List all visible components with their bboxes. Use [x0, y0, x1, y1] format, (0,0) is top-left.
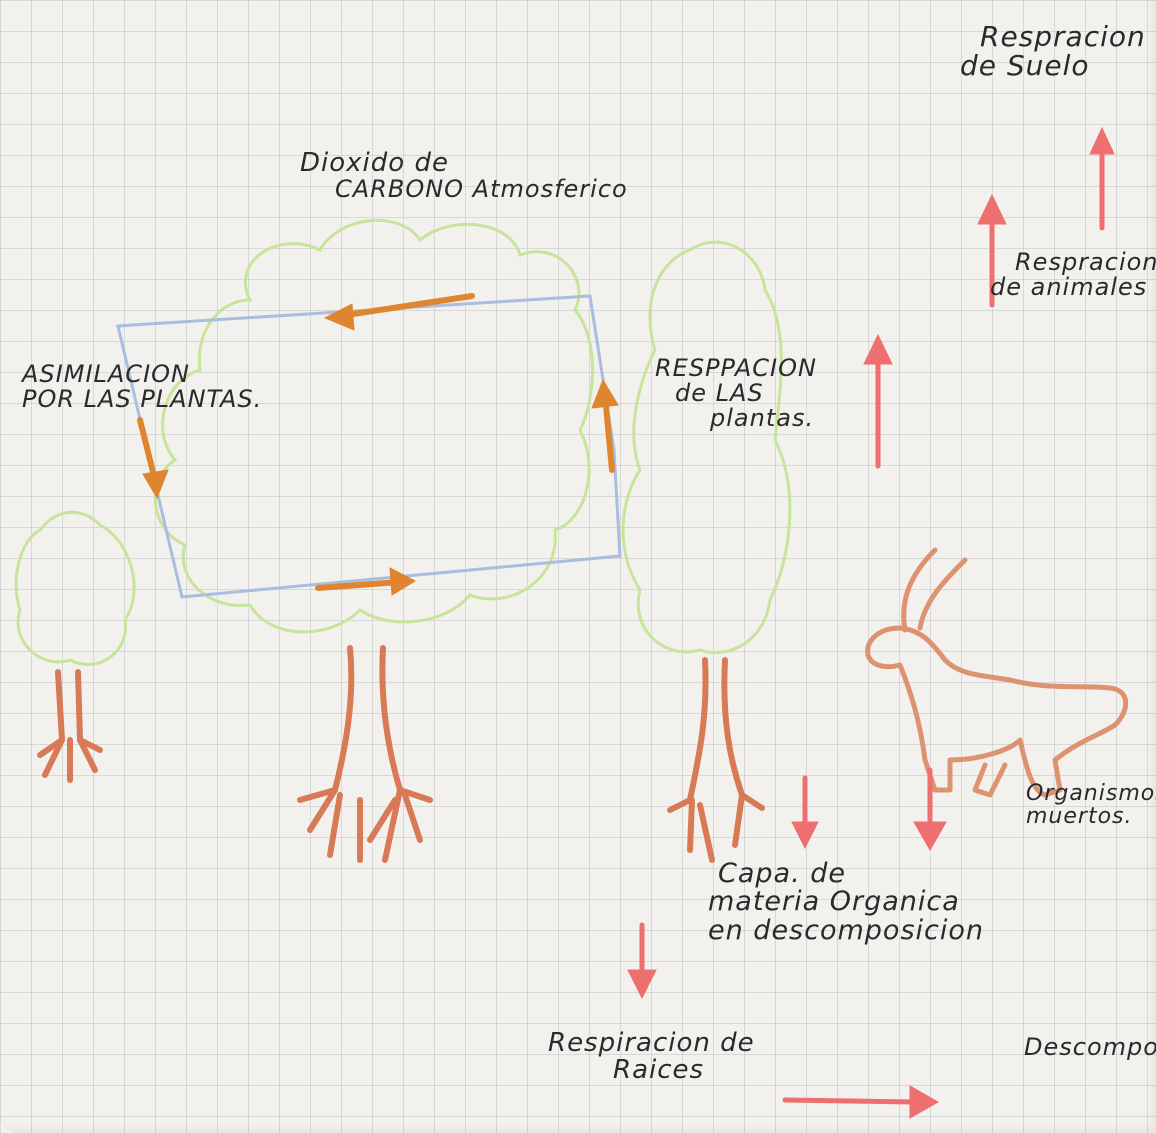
- label-respiracion-plantas: RESPPACION de LAS plantas.: [655, 356, 817, 432]
- tree-trunk-left: [40, 672, 100, 780]
- label-line: Respiracion de: [548, 1030, 755, 1057]
- label-line: CARBONO Atmosferico: [335, 177, 628, 202]
- label-line: de animales: [990, 275, 1156, 300]
- label-co2-atmosferico: Dioxido de CARBONO Atmosferico: [300, 150, 628, 202]
- label-respiracion-animales: Respracion de animales: [990, 250, 1156, 300]
- tree-icon-left: [16, 512, 134, 664]
- label-line: muertos.: [1026, 805, 1156, 828]
- label-capa-materia-organica: Capa. de materia Organica en descomposic…: [708, 860, 984, 945]
- carbon-cycle-box: [118, 296, 620, 597]
- label-line: Descompo: [1024, 1035, 1156, 1060]
- label-descomposicion: Descompo: [1024, 1035, 1156, 1060]
- label-line: materia Organica: [708, 888, 984, 916]
- label-line: RESPPACION: [655, 356, 817, 381]
- label-line: de LAS: [675, 381, 817, 406]
- label-line: Capa. de: [718, 860, 984, 888]
- tree-trunk-right: [670, 660, 762, 860]
- label-line: plantas.: [710, 406, 817, 431]
- cycle-arrows: [140, 296, 618, 595]
- label-line: Organismos: [1026, 782, 1156, 805]
- label-line: Dioxido de: [300, 150, 628, 177]
- label-line: en descomposicion: [708, 917, 984, 945]
- tree-trunk-center: [300, 648, 430, 860]
- label-line: POR LAS PLANTAS.: [22, 387, 262, 412]
- deer-icon: [868, 550, 1126, 795]
- label-line: Respracion: [980, 22, 1146, 51]
- label-respiracion-raices: Respiracion de Raices: [548, 1030, 755, 1085]
- label-line: ASIMILACION: [22, 362, 262, 387]
- label-asimilacion: ASIMILACION POR LAS PLANTAS.: [22, 362, 262, 412]
- tree-icon-right: [623, 242, 790, 652]
- label-line: de Suelo: [960, 51, 1146, 80]
- label-organismos-muertos: Organismos muertos.: [1026, 782, 1156, 828]
- tree-icon-center: [155, 220, 592, 632]
- label-line: Raices: [613, 1057, 755, 1084]
- label-line: Respracion: [1015, 250, 1156, 275]
- label-respiracion-suelo: Respracion de Suelo: [960, 22, 1146, 81]
